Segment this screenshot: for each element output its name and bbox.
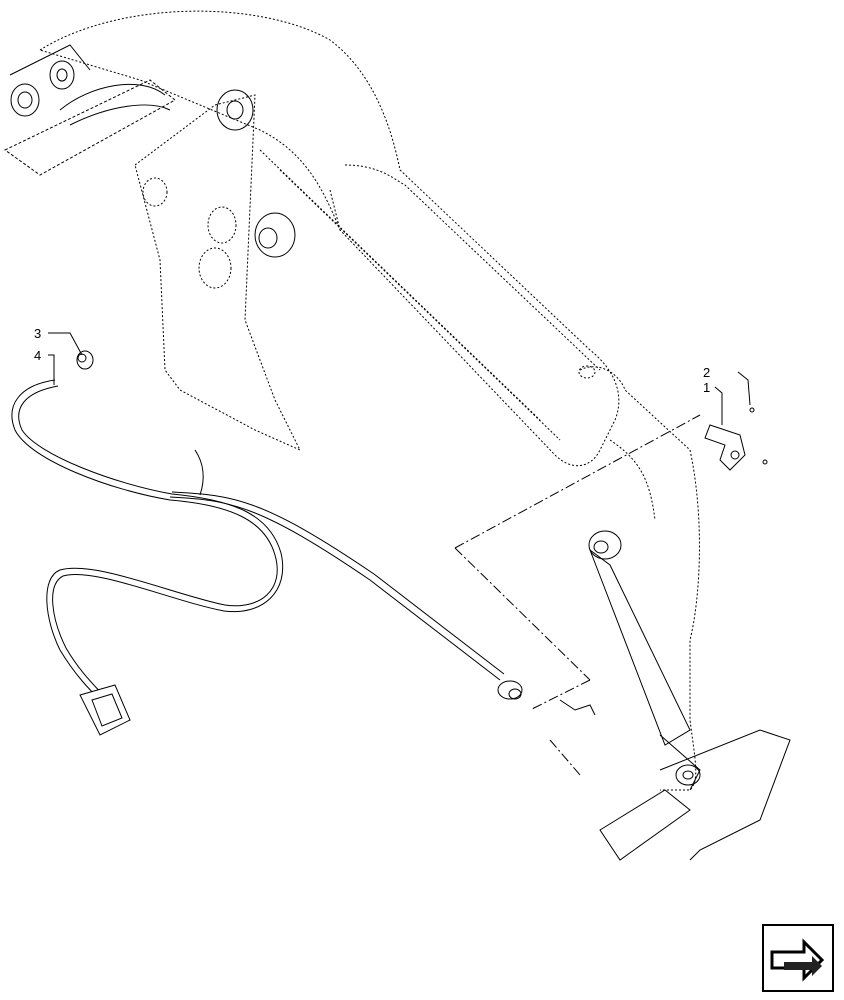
callout-1: 1 <box>703 380 710 395</box>
next-page-button[interactable] <box>762 924 834 992</box>
sensor-connector <box>497 680 596 716</box>
cross-tube <box>4 79 176 176</box>
reference-lines <box>454 414 701 776</box>
callout-4: 4 <box>34 348 41 363</box>
next-page-arrow-icon <box>770 938 825 982</box>
upper-pivot <box>216 89 296 258</box>
side-plate <box>134 94 302 452</box>
wire-harness <box>11 379 505 701</box>
callout-2: 2 <box>703 365 710 380</box>
lower-bracket-plate <box>599 729 791 861</box>
boom-arm <box>38 10 620 467</box>
bolts <box>749 407 768 465</box>
connector-plug <box>79 684 131 736</box>
callout-3: 3 <box>34 326 41 341</box>
hydraulic-cylinder <box>588 530 701 791</box>
harness-cap <box>76 350 94 370</box>
pivot-hub-left <box>9 44 91 117</box>
leader-lines <box>48 332 751 425</box>
mounting-bracket <box>704 424 746 471</box>
lift-link <box>578 365 700 791</box>
